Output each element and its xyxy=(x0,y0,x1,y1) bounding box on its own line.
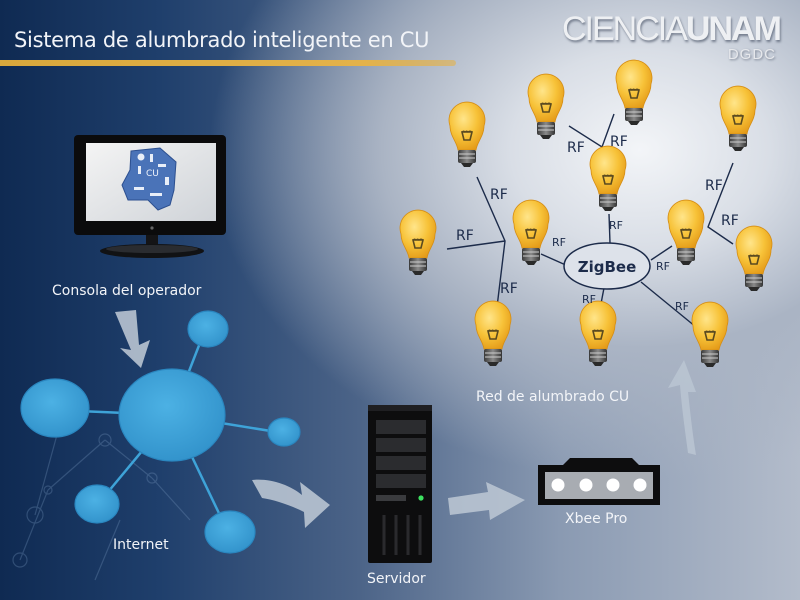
operator-console: CU xyxy=(74,135,226,258)
bulb-icon xyxy=(615,59,653,126)
bulb-icon xyxy=(719,85,757,152)
bulb-icon xyxy=(474,300,512,367)
console-label: Consola del operador xyxy=(52,283,202,299)
xbee-pin xyxy=(606,478,620,492)
arrow-xbee-to-network xyxy=(668,360,696,455)
arrows xyxy=(115,310,696,528)
rf-label: RF xyxy=(490,187,508,203)
rf-label: RF xyxy=(721,213,739,229)
arrow-internet-to-server xyxy=(252,479,330,528)
server-label: Servidor xyxy=(367,571,426,587)
rf-label: RF xyxy=(610,134,628,150)
rf-label: RF xyxy=(552,236,566,249)
console-screen-text: CU xyxy=(146,169,159,179)
rf-label: RF xyxy=(582,293,596,306)
title-underline xyxy=(0,60,456,66)
internet-label: Internet xyxy=(113,537,169,553)
zigbee-hub: ZigBee xyxy=(563,242,651,290)
cu-map-icon xyxy=(121,147,177,211)
logo-brand-bold: UNAM xyxy=(685,10,782,48)
bulb-icon xyxy=(735,225,773,292)
arrow-console-to-internet xyxy=(115,310,150,368)
arrow-server-to-xbee xyxy=(448,482,525,520)
xbee-pin xyxy=(579,478,593,492)
bulb-icon xyxy=(691,301,729,368)
network-label: Red de alumbrado CU xyxy=(476,389,630,405)
internet-node xyxy=(267,417,301,447)
internet-node xyxy=(204,510,256,554)
bulb-icon xyxy=(448,101,486,168)
zigbee-label: ZigBee xyxy=(578,258,637,276)
rf-label: RF xyxy=(705,178,723,194)
xbee-label: Xbee Pro xyxy=(565,511,628,527)
rf-label: RF xyxy=(500,281,518,297)
bulb-icon xyxy=(527,73,565,140)
logo-sub: DGDC xyxy=(727,46,776,63)
rf-label: RF xyxy=(675,300,689,313)
xbee-pin xyxy=(633,478,647,492)
bulb-icon xyxy=(589,145,627,212)
internet-node xyxy=(20,378,90,438)
rf-label: RF xyxy=(609,219,623,232)
rf-label: RF xyxy=(456,228,474,244)
internet-node-hub xyxy=(118,368,226,462)
internet-node xyxy=(74,484,120,524)
streetlight-bulbs xyxy=(399,59,773,368)
page-title: Sistema de alumbrado inteligente en CU xyxy=(14,28,430,52)
xbee-module xyxy=(538,458,660,505)
bulb-icon xyxy=(667,199,705,266)
rf-label: RF xyxy=(656,260,670,273)
rf-labels: RF RF RF RF RF RF RF RF RF RF RF RF xyxy=(456,134,739,313)
logo-brand-light: CIENCIA xyxy=(562,10,688,48)
rf-label: RF xyxy=(567,140,585,156)
xbee-pin xyxy=(551,478,565,492)
internet-node xyxy=(187,310,229,348)
server-tower xyxy=(368,405,432,563)
bulb-icon xyxy=(399,209,437,276)
ciencia-unam-logo: CIENCIAUNAM DGDC xyxy=(562,10,792,66)
internet-nodes xyxy=(20,310,301,554)
bulb-icon xyxy=(579,300,617,367)
server-power-led xyxy=(418,495,424,501)
